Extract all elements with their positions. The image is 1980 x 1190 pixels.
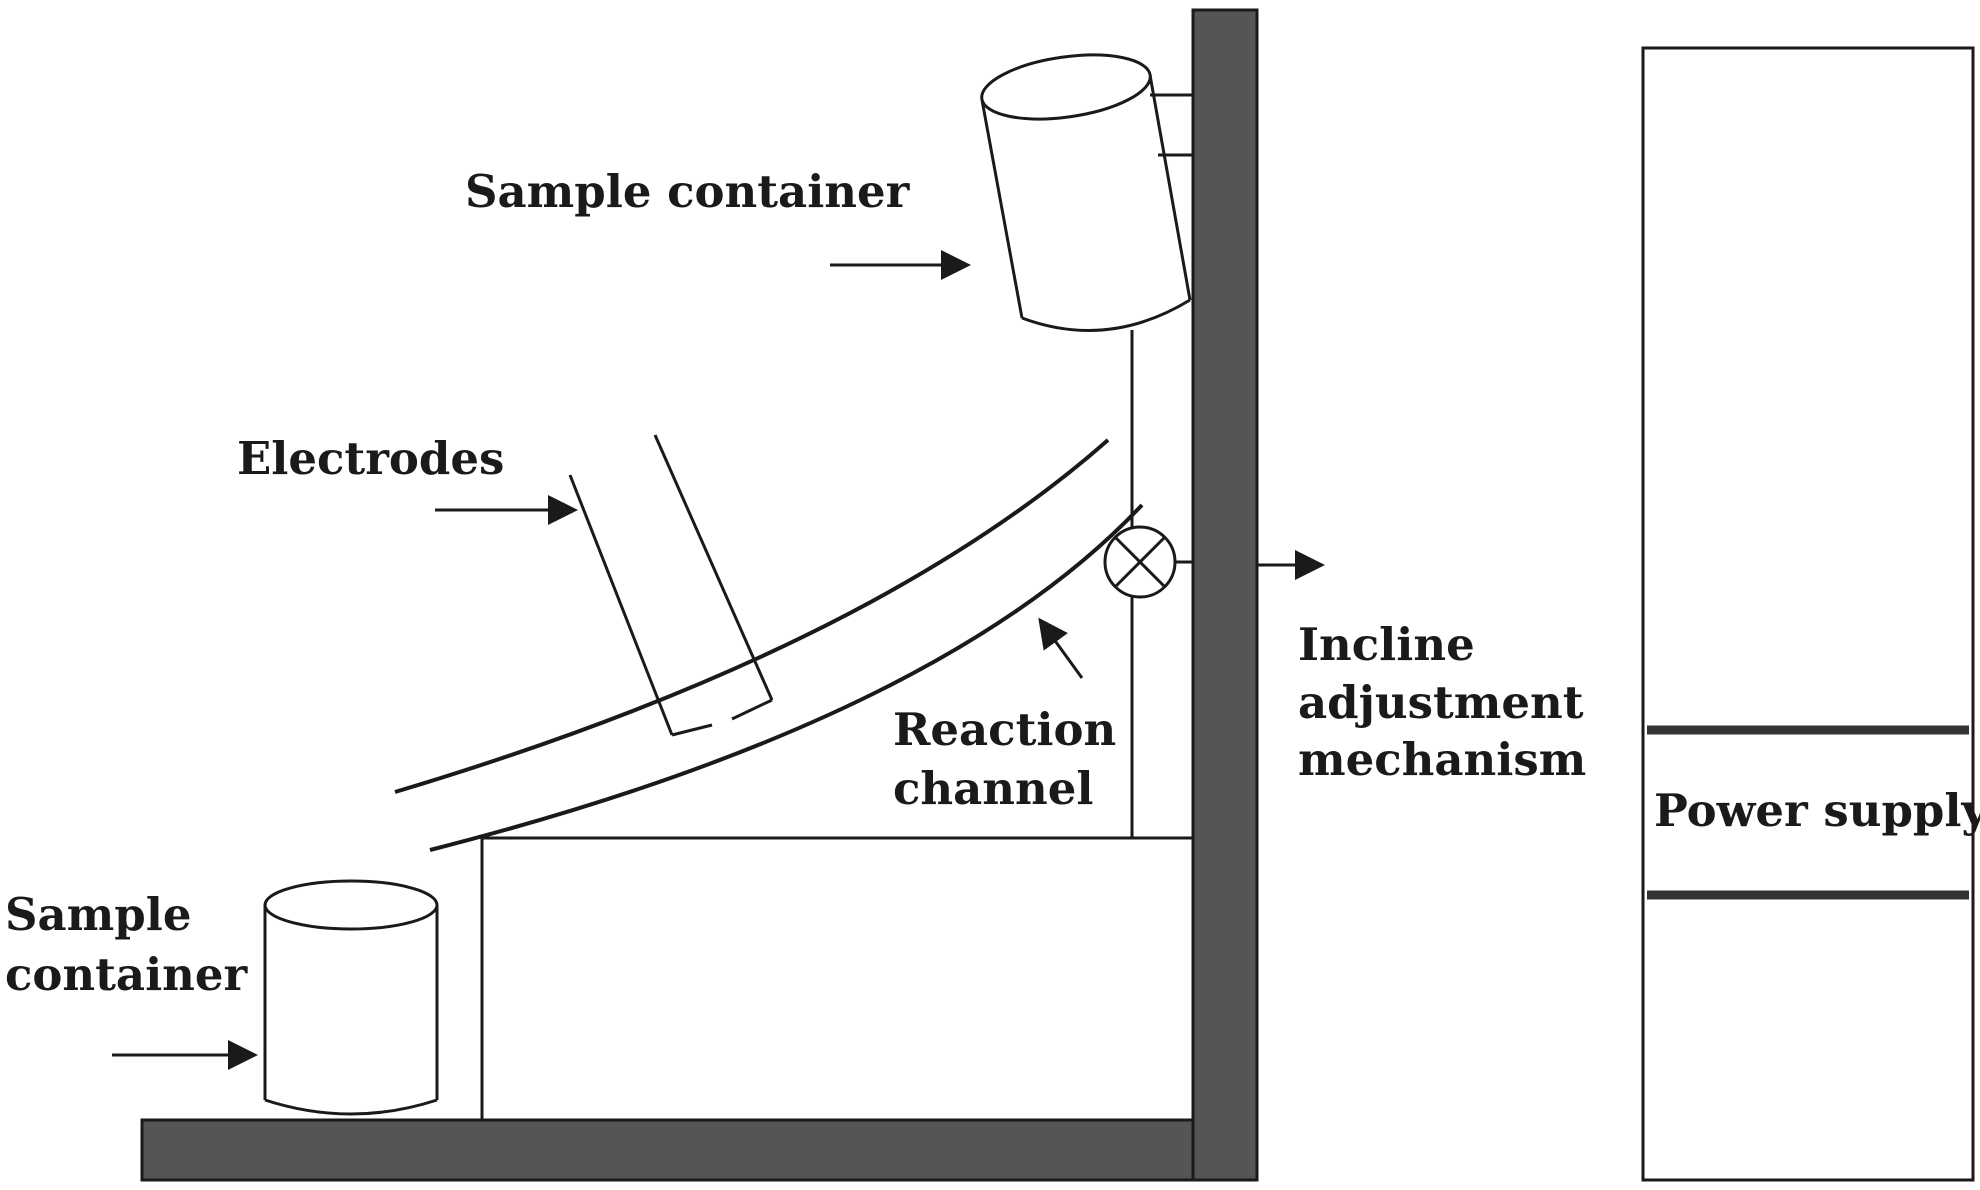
label-incline-line3: mechanism <box>1298 733 1586 786</box>
label-incline-line2: adjustment <box>1298 676 1584 729</box>
valve-cross-icon <box>1103 525 1177 599</box>
label-reaction-channel-line2: channel <box>893 762 1093 815</box>
label-sample-container-bottom-line2: container <box>5 948 249 1001</box>
arrow-icon-reaction-channel <box>1038 617 1084 679</box>
electrodes <box>568 434 774 737</box>
label-sample-container-bottom-line1: Sample <box>5 888 191 941</box>
power-supply-box <box>1641 46 1975 1182</box>
label-incline-line1: Incline <box>1298 618 1475 671</box>
label-sample-container-top: Sample container <box>465 165 911 218</box>
sample-container-top <box>980 53 1192 332</box>
vertical-wall <box>1191 8 1259 1182</box>
label-electrodes: Electrodes <box>237 432 504 485</box>
reaction-channel-lower <box>429 503 1144 852</box>
sample-container-bottom <box>263 879 439 1116</box>
label-reaction-channel-line1: Reaction <box>893 703 1116 756</box>
reaction-channel-upper <box>394 438 1110 794</box>
label-power-supply: Power supply <box>1654 784 1980 837</box>
base-plate <box>140 1118 1259 1182</box>
